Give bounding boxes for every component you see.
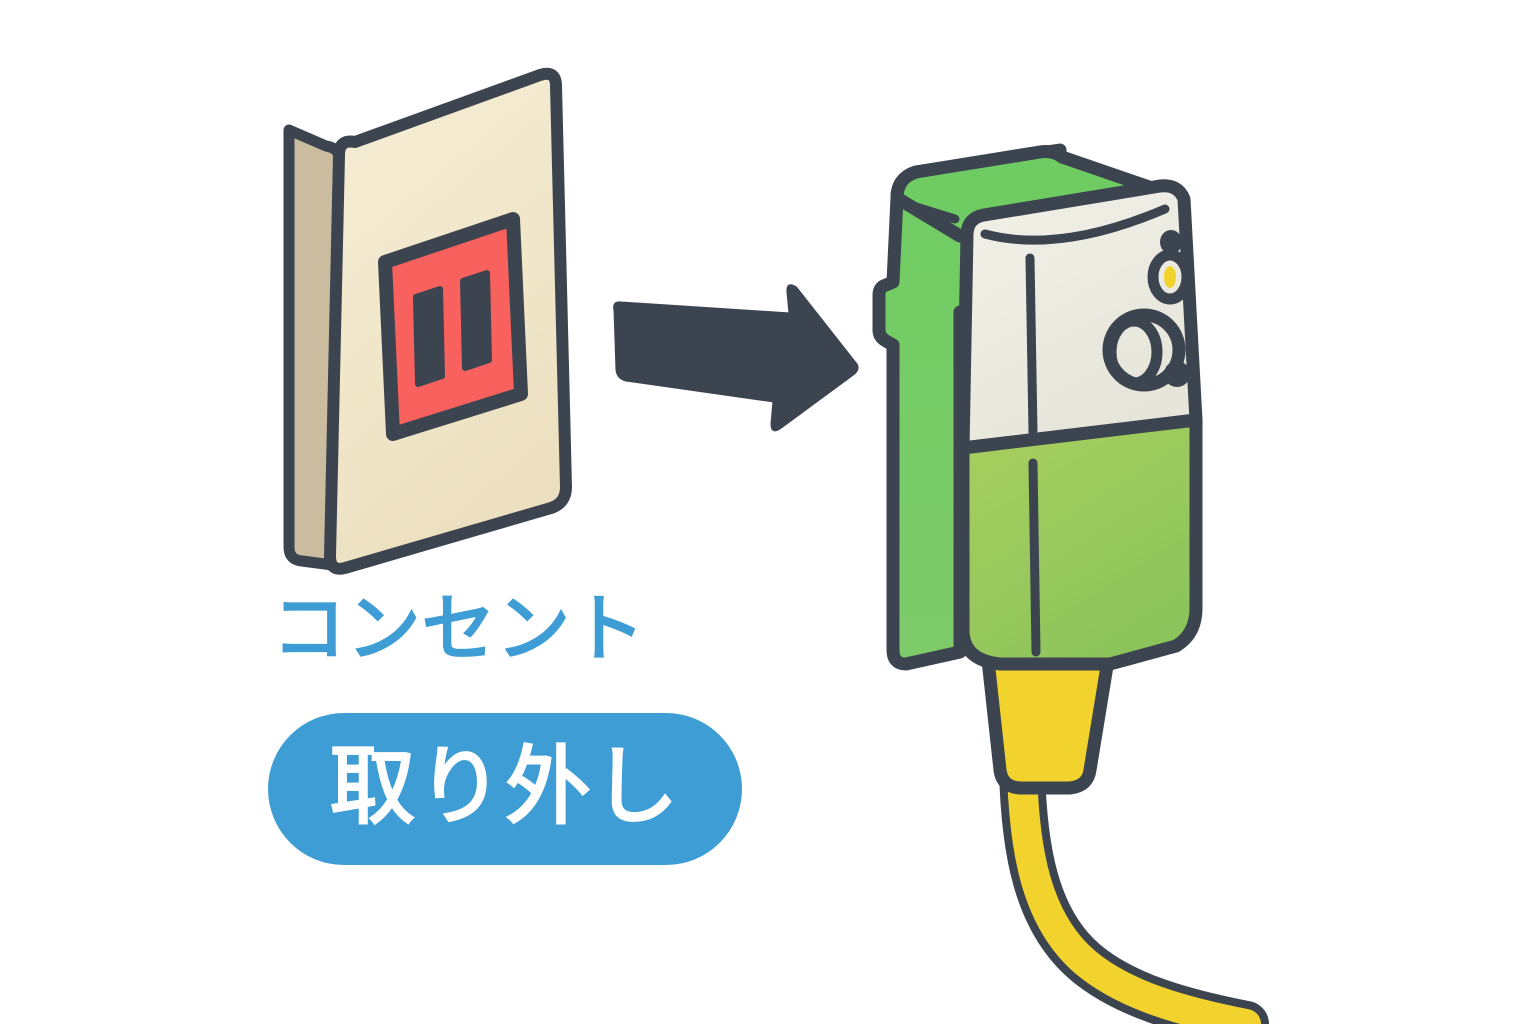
arrow-shape (613, 284, 859, 432)
plug-indicator-ring (1147, 249, 1193, 305)
wall-outlet-icon (283, 67, 572, 575)
outlet-caption-label: コンセント (272, 586, 646, 672)
outlet-socket-face (378, 212, 528, 441)
outlet-slot-right (460, 270, 492, 371)
plug-lower-seam (1028, 458, 1041, 657)
arrow-right-icon (613, 284, 859, 432)
power-plug-icon (872, 143, 1203, 671)
plug-dot-small-icon (1164, 361, 1190, 387)
detach-action-label: 取り外し (329, 737, 681, 837)
power-cable-icon (981, 653, 1269, 1024)
plug-dot-icon (1160, 230, 1182, 254)
plug-top-bevel (905, 200, 960, 224)
plug-large-ring-inner (1105, 315, 1163, 389)
cable-strain-relief (981, 653, 1115, 795)
plug-face-rim (980, 204, 1170, 245)
detach-action-button[interactable]: 取り外し (268, 713, 742, 865)
cable-cord-fill (1007, 755, 1261, 1024)
plug-indicator-light (1164, 266, 1176, 288)
outlet-slot-left (413, 286, 445, 387)
plug-upper-seam (1025, 253, 1038, 437)
plug-lower-face (956, 413, 1203, 671)
